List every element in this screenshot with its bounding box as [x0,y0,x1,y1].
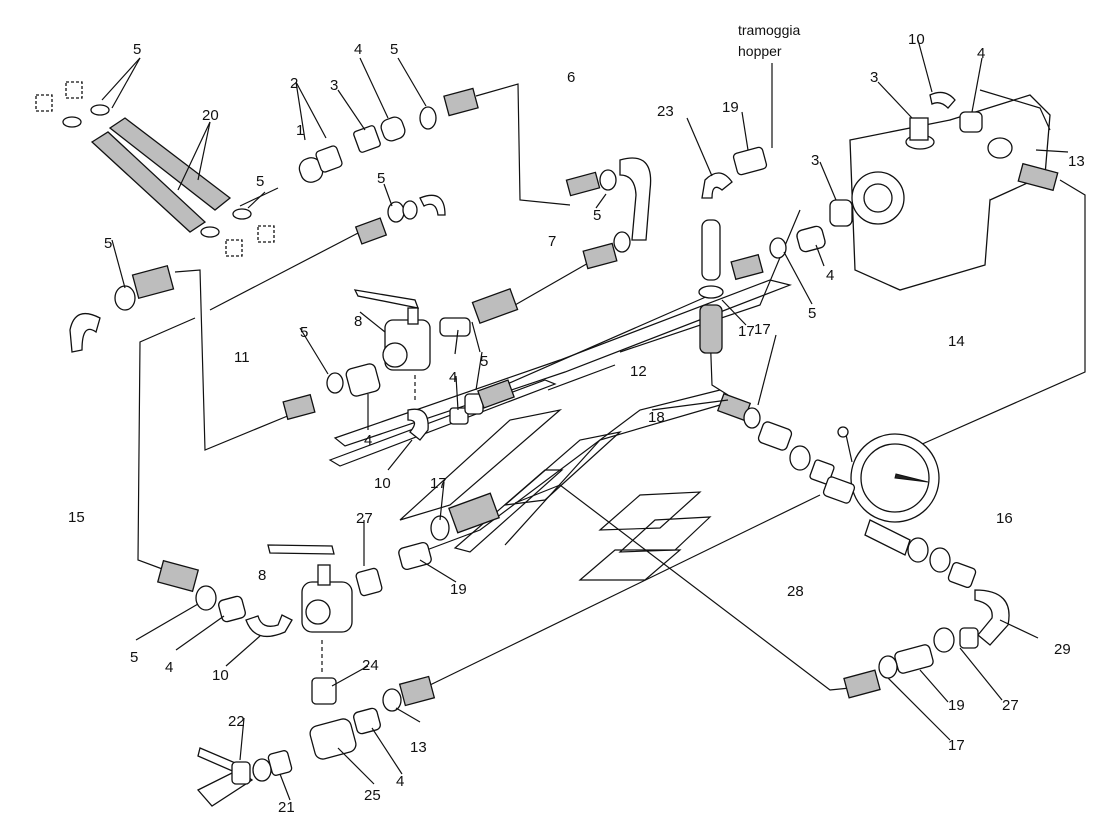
callout-13-b: 13 [410,739,427,756]
callout-2: 2 [290,75,298,92]
callout-20: 20 [202,107,219,124]
callout-17-a: 17 [754,321,771,338]
callout-29: 29 [1054,641,1071,658]
callout-5-b: 5 [256,173,264,190]
callout-22: 22 [228,713,245,730]
drain-assembly [196,675,436,807]
callout-12: 12 [630,363,647,380]
callout-4-g: 4 [396,773,404,790]
hose-20-pair [35,81,275,257]
callout-17-c: 17 [430,475,447,492]
callout-3-b: 3 [870,69,878,86]
callout-8-a: 8 [354,313,362,330]
callout-4-e: 4 [364,432,372,449]
callout-17-d: 17 [948,737,965,754]
callout-5-f: 5 [808,305,816,322]
callout-7: 7 [548,233,556,250]
fittings-5-elbow-left [354,194,446,245]
fittings-5-6-branch [565,157,652,270]
callout-16: 16 [996,510,1013,527]
callout-8-b: 8 [258,567,266,584]
valve-8-upper [282,287,519,441]
callout-5-g: 5 [104,235,112,252]
callout-labels: 5 20 5 1 2 3 4 5 6 5 5 23 19 10 3 4 13 3… [68,31,1085,816]
callout-13-a: 13 [1068,153,1085,170]
gauge-16-assembly [716,392,1010,699]
callout-23: 23 [657,103,674,120]
hopper-label-en: hopper [738,43,782,59]
callout-14: 14 [948,333,965,350]
callout-4-b: 4 [977,45,985,62]
callout-5-j: 5 [130,649,138,666]
callout-15: 15 [68,509,85,526]
callout-10-c: 10 [212,667,229,684]
callout-4-c: 4 [826,267,834,284]
callout-5-c: 5 [390,41,398,58]
callout-18: 18 [648,409,665,426]
callout-19-b: 19 [450,581,467,598]
callout-5-e: 5 [593,207,601,224]
callout-11: 11 [234,349,250,366]
callout-4-a: 4 [354,41,362,58]
callout-19-a: 19 [722,99,739,116]
callout-25: 25 [364,787,381,804]
callout-10-b: 10 [374,475,391,492]
hose-11-clamps [69,264,175,353]
leader-lines [101,39,1069,801]
hose-lines [137,63,1086,691]
callout-4-d: 4 [449,369,457,386]
callout-27-b: 27 [1002,697,1019,714]
callout-6: 6 [567,69,575,86]
fittings-1-2-3-4-5 [298,87,479,183]
callout-27-a: 27 [356,510,373,527]
callout-28: 28 [787,583,804,600]
callout-21: 21 [278,799,295,816]
manifold-frame [328,279,792,581]
callout-3-c: 3 [811,152,819,169]
pump-body [769,89,1059,291]
hopper-label-it: tramoggia [738,22,800,38]
callout-10-a: 10 [908,31,925,48]
callout-5-i: 5 [480,353,488,370]
callout-3-a: 3 [330,77,338,94]
callout-19-c: 19 [948,697,965,714]
callout-4-f: 4 [165,659,173,676]
callout-5-a: 5 [133,41,141,58]
callout-5-d: 5 [377,170,385,187]
callout-1: 1 [296,122,304,139]
hopper-inlet-parts [698,146,768,354]
callout-5-h: 5 [300,324,308,341]
callout-24: 24 [362,657,379,674]
valve-8-lower [156,492,500,705]
callout-17-b: 17 [738,323,755,340]
